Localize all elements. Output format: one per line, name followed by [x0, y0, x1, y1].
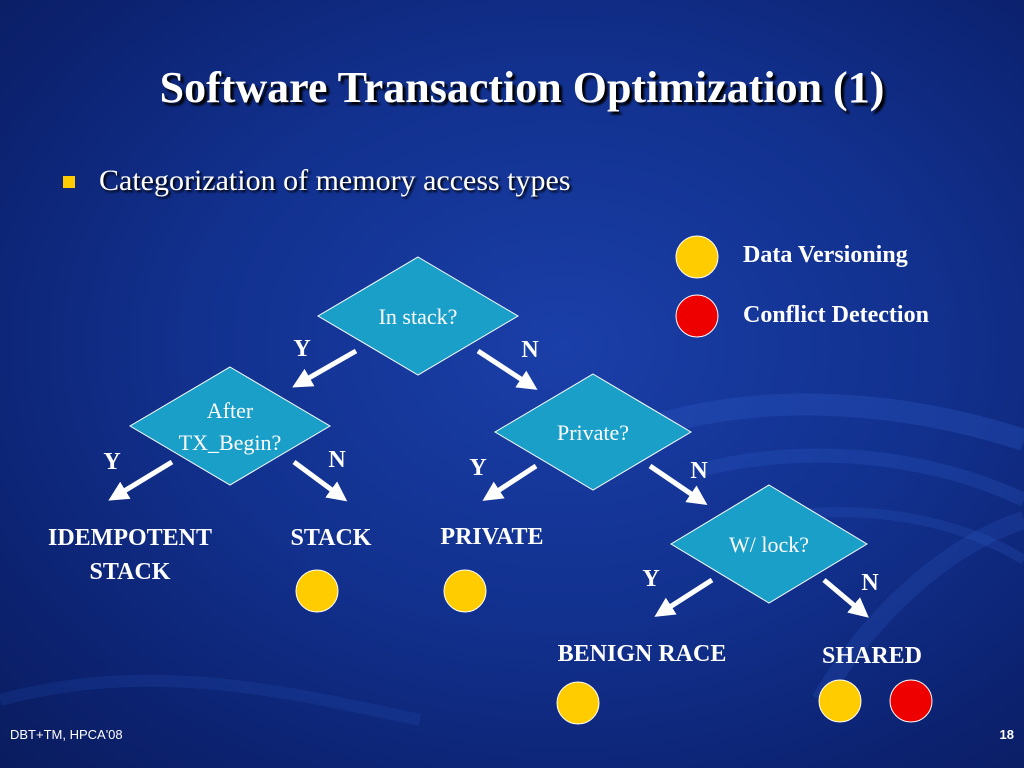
shared-data-versioning-circle — [818, 679, 862, 723]
arrow-with-lock-yes — [654, 577, 714, 617]
leaf-stack: STACK — [291, 525, 372, 551]
slide-title: Software Transaction Optimization (1) — [159, 63, 885, 112]
arrow-in-stack-yes — [292, 348, 358, 388]
branch-label-with-lock-yes: Y — [642, 566, 659, 592]
branch-label-private-yes: Y — [469, 455, 486, 481]
legend-conflict-detection-label: Conflict Detection — [743, 302, 929, 328]
arrow-after-tx-no — [292, 459, 348, 502]
private-data-versioning-circle — [443, 569, 487, 613]
arrow-with-lock-no — [822, 578, 869, 618]
decision-private-label: Private? — [557, 420, 629, 445]
legend-data-versioning-label: Data Versioning — [743, 242, 908, 268]
footer-citation: DBT+TM, HPCA'08 — [10, 727, 123, 742]
branch-label-with-lock-no: N — [861, 570, 879, 596]
benign-race-data-versioning-circle — [556, 681, 600, 725]
leaf-private: PRIVATE — [440, 524, 543, 550]
decision-after-tx-begin-label-line2: TX_Begin? — [179, 430, 282, 455]
arrow-in-stack-no — [476, 348, 538, 390]
decision-private — [494, 373, 692, 491]
legend-data-versioning-icon — [675, 235, 719, 279]
arrow-private-yes — [482, 463, 538, 501]
branch-label-after-tx-yes: Y — [103, 449, 120, 475]
leaf-idempotent-stack-line2: STACK — [90, 559, 171, 585]
decision-with-lock-label: W/ lock? — [729, 532, 809, 557]
leaf-shared: SHARED — [822, 643, 922, 669]
branch-label-in-stack-no: N — [521, 337, 539, 363]
shared-conflict-detection-circle — [889, 679, 933, 723]
decision-in-stack — [317, 256, 519, 376]
decision-with-lock — [670, 484, 868, 604]
footer-page-number: 18 — [999, 727, 1014, 742]
bullet-text: Categorization of memory access types — [99, 164, 571, 197]
decision-in-stack-label: In stack? — [379, 304, 458, 329]
decision-after-tx-begin-label-line1: After — [207, 398, 254, 423]
legend-conflict-detection-icon — [675, 294, 719, 338]
decision-after-tx-begin — [129, 366, 331, 486]
leaf-benign-race: BENIGN RACE — [558, 641, 727, 667]
leaf-idempotent-stack-line1: IDEMPOTENT — [48, 525, 212, 551]
arrow-private-no — [648, 463, 708, 506]
square-bullet-icon — [63, 176, 75, 188]
branch-label-in-stack-yes: Y — [293, 336, 310, 362]
stack-data-versioning-circle — [295, 569, 339, 613]
branch-label-private-no: N — [690, 458, 708, 484]
branch-label-after-tx-no: N — [328, 447, 346, 473]
arrow-after-tx-yes — [108, 459, 174, 501]
